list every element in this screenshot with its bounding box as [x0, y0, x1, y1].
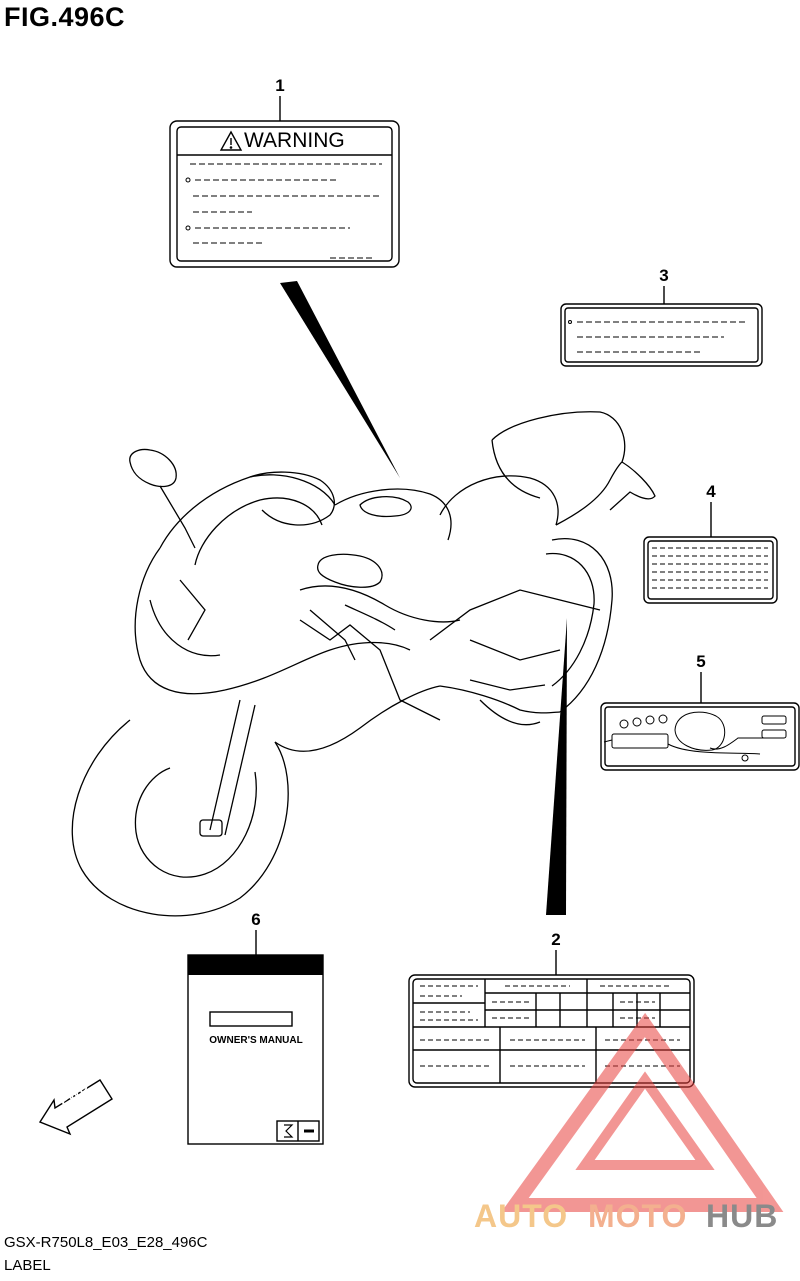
- callout-3[interactable]: 3: [659, 266, 669, 285]
- hose-routing-label-5[interactable]: [600, 702, 800, 771]
- label-4[interactable]: [643, 536, 778, 604]
- callout-6[interactable]: 6: [251, 910, 261, 929]
- watermark-logo: [501, 1012, 784, 1212]
- watermark-text-moto: MOTO: [588, 1198, 688, 1234]
- watermark-text-auto: AUTO: [474, 1198, 569, 1234]
- warning-triangle-icon: [219, 130, 243, 151]
- label-3[interactable]: [560, 303, 763, 367]
- owners-manual-title: OWNER'S MANUAL: [209, 1035, 303, 1046]
- fwd-arrow-icon: [38, 1079, 113, 1136]
- warning-title: WARNING: [244, 129, 345, 152]
- diagram-label: LABEL: [4, 1257, 51, 1274]
- callout-5[interactable]: 5: [696, 652, 706, 671]
- callout-1[interactable]: 1: [275, 76, 285, 95]
- callout-2[interactable]: 2: [551, 930, 561, 949]
- figure-title: FIG.496C: [4, 2, 126, 32]
- motorcycle-outline: [71, 411, 656, 917]
- info-table-label-2[interactable]: [408, 974, 695, 1088]
- leader-pointer-1: [280, 281, 400, 478]
- watermark-text-hub: HUB: [706, 1198, 779, 1234]
- leader-pointer-2: [546, 618, 567, 915]
- diagram-code: GSX-R750L8_E03_E28_496C: [4, 1234, 208, 1251]
- callout-4[interactable]: 4: [706, 482, 716, 501]
- suzuki-logo-icon: [284, 1124, 294, 1138]
- owners-manual-6[interactable]: [187, 954, 324, 1145]
- warning-label-1[interactable]: [169, 120, 400, 268]
